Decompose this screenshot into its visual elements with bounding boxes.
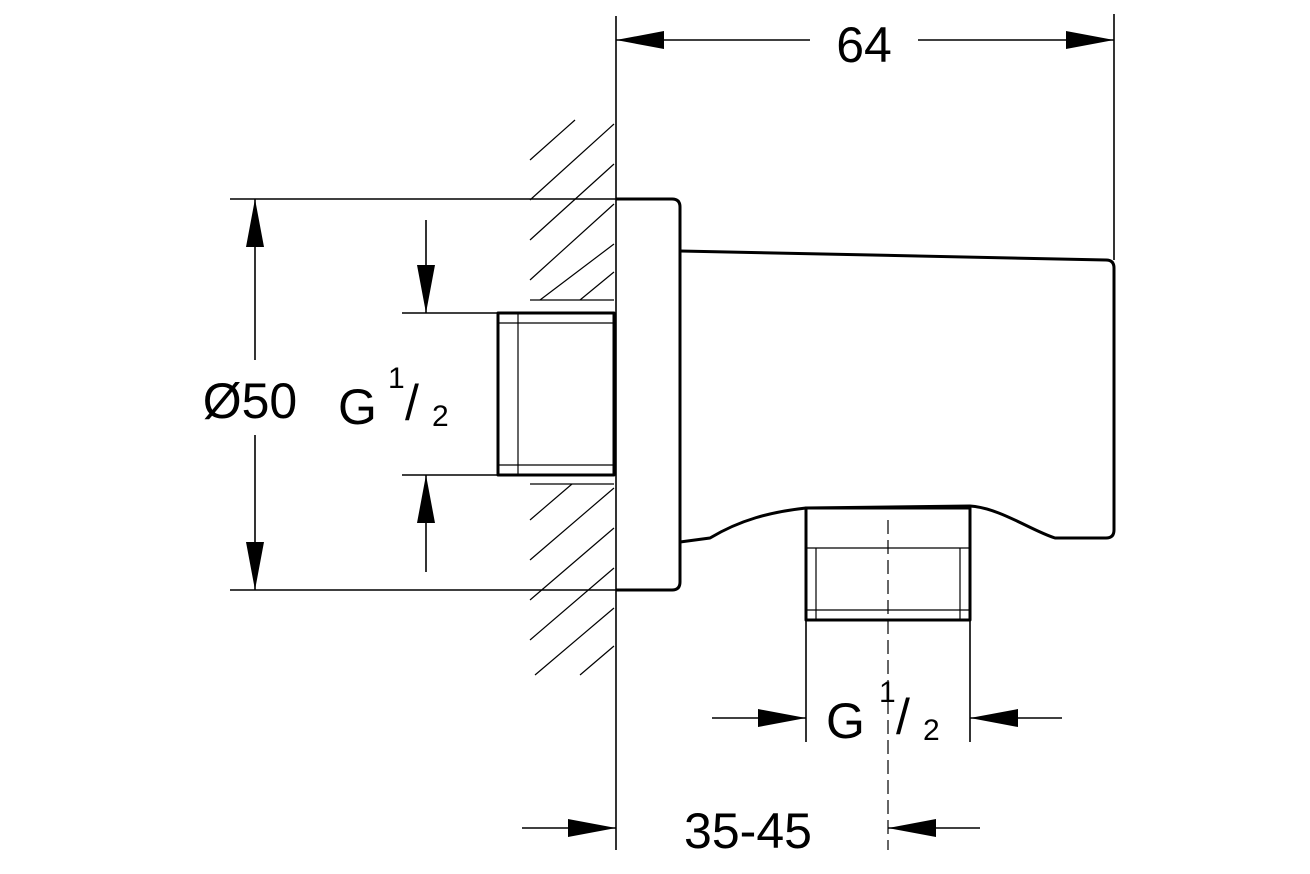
extension-lines: [230, 14, 1115, 742]
dimension-wall-offset: 35-45: [522, 803, 980, 859]
width-label: 64: [836, 17, 892, 73]
dimension-diameter: Ø50: [203, 199, 298, 590]
inlet-nipple: [496, 311, 616, 477]
inlet-thread-label: G 1 / 2: [338, 362, 449, 435]
wall-offset-label: 35-45: [684, 803, 812, 859]
dimension-outlet-thread: G 1 / 2: [712, 676, 1062, 749]
outlet-thread-label: G 1 / 2: [826, 676, 940, 749]
outlet-body: [679, 249, 1116, 544]
wall-hatching: [529, 119, 615, 676]
dimension-width: 64: [616, 17, 1114, 73]
rosette-plate: [616, 197, 682, 592]
dimension-inlet-thread: G 1 / 2: [338, 220, 449, 572]
diameter-label: Ø50: [203, 373, 298, 429]
